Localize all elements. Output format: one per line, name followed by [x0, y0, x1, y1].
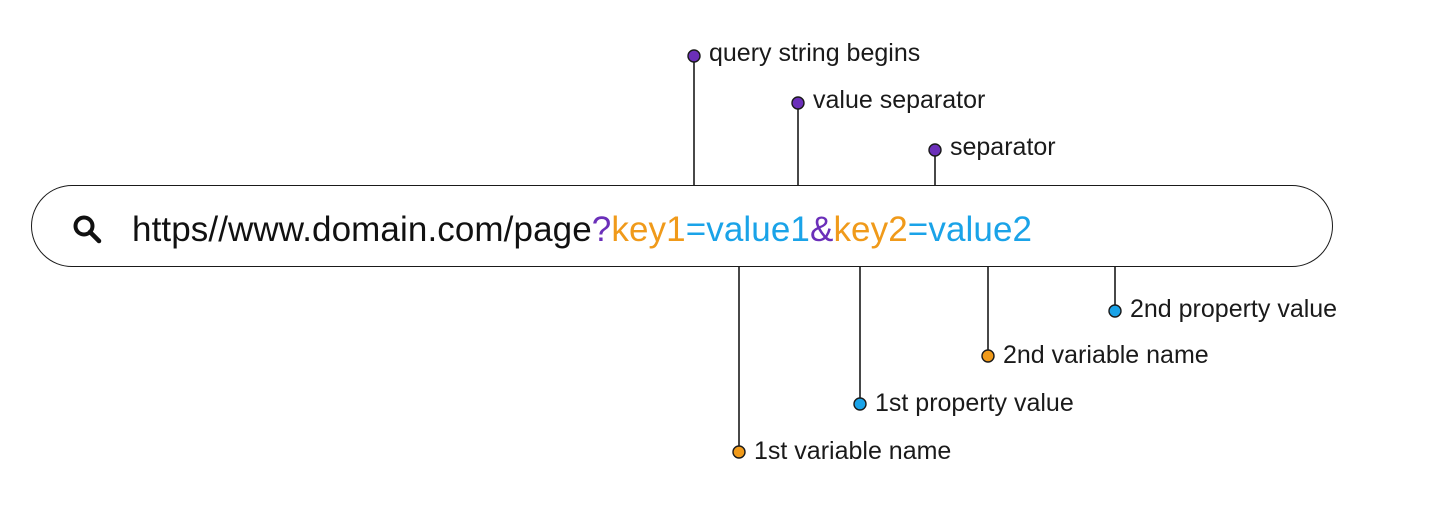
url-base: https//www.domain.com/page	[132, 210, 592, 249]
label-first-property-value: 1st property value	[875, 389, 1074, 417]
dot-first-variable-name	[732, 445, 746, 459]
label-second-property-value: 2nd property value	[1130, 295, 1338, 323]
url-value-2: value2	[928, 210, 1033, 249]
label-query-string-begins: query string begins	[709, 39, 921, 67]
dot-query-string-begins	[687, 49, 701, 63]
query-start-symbol: ?	[591, 210, 612, 249]
dot-second-variable-name	[981, 349, 995, 363]
dot-second-property-value	[1108, 304, 1122, 318]
dot-first-property-value	[853, 397, 867, 411]
url-key-2: key2	[833, 210, 908, 249]
label-value-separator: value separator	[813, 86, 986, 114]
url-equals-1: =	[685, 210, 707, 249]
label-first-variable-name: 1st variable name	[754, 437, 952, 465]
url-key-1: key1	[611, 210, 686, 249]
url-ampersand: &	[810, 210, 834, 249]
label-second-variable-name: 2nd variable name	[1003, 341, 1209, 369]
url-bar[interactable]	[31, 185, 1333, 267]
url-value-1: value1	[706, 210, 810, 249]
url-text[interactable]: https//www.domain.com/page?key1=value1&k…	[132, 205, 1032, 255]
dot-separator	[928, 143, 942, 157]
search-icon[interactable]	[70, 212, 104, 246]
label-separator: separator	[950, 133, 1056, 161]
dot-value-separator	[791, 96, 805, 110]
url-equals-2: =	[907, 210, 929, 249]
